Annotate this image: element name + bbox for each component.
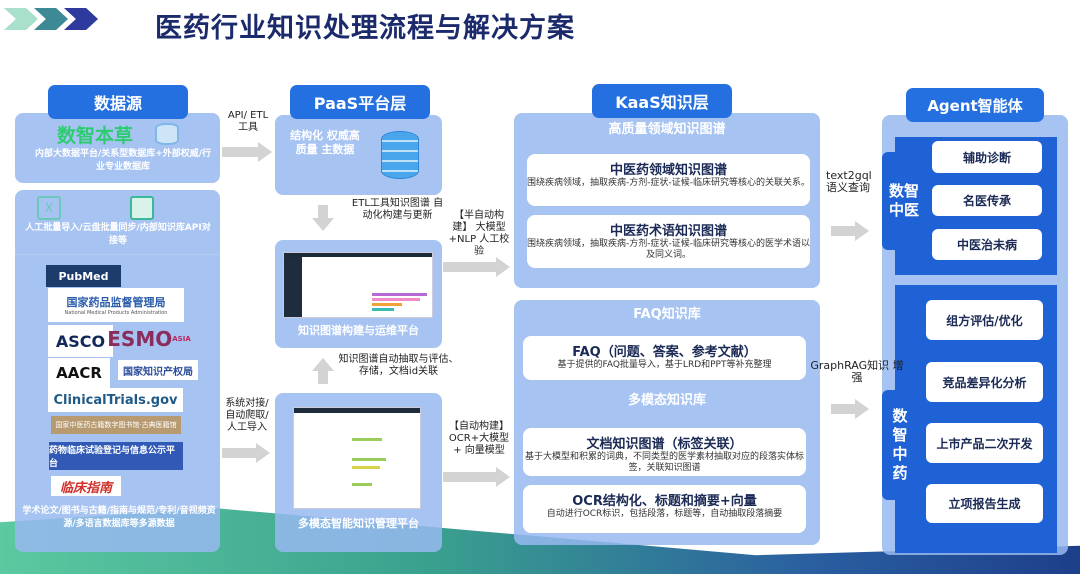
cnipa-logo: 国家知识产权局	[118, 360, 198, 380]
clinical-guidelines-logo: 临床指南	[51, 476, 121, 496]
agent-item[interactable]: 立项报告生成	[926, 484, 1043, 523]
header-paas: PaaS平台层	[290, 85, 430, 119]
arrow-right-icon	[831, 221, 869, 241]
agent-item[interactable]: 组方评估/优化	[926, 300, 1043, 340]
data-source-external-panel: X 人工批量导入/云盘批量同步/内部知识库API对接等 PubMed 国家药品监…	[15, 190, 220, 552]
mm-platform-panel: 多模态智能知识管理平台	[275, 393, 442, 552]
mm-section-title: 多模态知识库	[627, 393, 706, 408]
asco-logo: ASCO	[48, 325, 113, 357]
header-agent: Agent智能体	[906, 88, 1044, 122]
header-kaas: KaaS知识层	[592, 84, 732, 118]
arrow-label-etl-kg: ETL工具知识图谱 自动化构建与更新	[351, 198, 444, 221]
esmo-asia-text: ASIA	[172, 335, 191, 343]
mm-card-title: OCR结构化、标题和摘要+向量	[572, 494, 757, 509]
arrow-right-icon	[222, 443, 270, 463]
chevron-icon	[64, 8, 98, 30]
faq-card: FAQ（问题、答案、参考文献）基于提供的FAQ批量导入，基于LRD和PPT等补充…	[523, 336, 806, 380]
nmpa-logo-subtext: National Medical Products Administration	[64, 310, 168, 316]
agent-item[interactable]: 上市产品二次开发	[926, 423, 1043, 463]
agent-item[interactable]: 中医治未病	[932, 229, 1042, 260]
kg-card-title: 中医药领域知识图谱	[609, 163, 727, 178]
database-icon	[155, 123, 179, 145]
mm-card-desc: 自动进行OCR标识，包括段落，标题等，自动抽取段落摘要	[546, 509, 783, 519]
agent-item[interactable]: 辅助诊断	[932, 141, 1042, 173]
kg-card-desc: 围绕疾病领域，抽取疾病-方剂-症状-证候-临床研究等核心的关联关系。	[527, 178, 810, 188]
pubmed-logo: PubMed	[46, 265, 121, 287]
kg-platform-panel: 知识图谱构建与运维平台	[275, 240, 442, 348]
database-icon	[381, 131, 419, 179]
kg-card: 中医药术语知识图谱围绕疾病领域，抽取疾病-方剂-症状-证候-临床研究等核心的医学…	[527, 215, 810, 268]
kg-card: 中医药领域知识图谱围绕疾病领域，抽取疾病-方剂-症状-证候-临床研究等核心的关联…	[527, 154, 810, 206]
import-methods-desc: 人工批量导入/云盘批量同步/内部知识库API对接等	[25, 223, 211, 246]
clinicaltrials-logo: ClinicalTrials.gov	[48, 388, 183, 412]
data-source-internal-panel: 数智本草 内部大数据平台/关系型数据库+外部权威/行业专业数据库	[15, 113, 220, 183]
arrow-label-system: 系统对接/ 自动爬取/ 人工导入	[225, 398, 269, 433]
arrow-label-api-etl: API/ ETL工具	[227, 110, 269, 133]
kg-card-desc: 围绕疾病领域，抽取疾病-方剂-症状-证候-临床研究等核心的医学术语以及同义词。	[527, 239, 810, 260]
arrow-label-kg-extract: 知识图谱自动抽取与评估、 存储，文档id关联	[338, 354, 459, 377]
tcm-library-logo: 国家中医药古籍数字图书馆·古典医籍馆	[51, 416, 181, 434]
kg-card-title: 中医药术语知识图谱	[609, 224, 727, 239]
mm-card: 文档知识图谱（标签关联）基于大模型和积累的词典，不同类型的医学素材抽取对应的段落…	[523, 428, 806, 476]
mm-platform-label: 多模态智能知识管理平台	[298, 517, 419, 530]
arrow-right-icon	[443, 467, 510, 487]
faq-section-title: FAQ知识库	[633, 307, 701, 322]
arrow-label-auto: 【自动构建】 OCR+大模型+ 向量模型	[448, 421, 510, 456]
agent-item[interactable]: 名医传承	[932, 185, 1042, 216]
drug-trial-registry-logo: 药物临床试验登记与信息公示平台	[49, 442, 183, 470]
arrow-right-icon	[831, 399, 869, 419]
arrow-label-graphrag: GraphRAG知识 增强	[810, 359, 904, 384]
arrow-up-icon	[312, 358, 334, 384]
arrow-label-semi-auto: 【半自动构建】 大模型+NLP 人工校验	[448, 210, 510, 257]
aacr-logo: AACR	[48, 358, 110, 388]
kg-platform-screenshot	[283, 252, 433, 318]
tcm-group-label: 数智中医	[882, 152, 926, 250]
multi-source-desc: 学术论文/图书与古籍/指南与规范/专利/音视频资源/多语言数据库等多源数据	[22, 506, 216, 529]
kg-section-title: 高质量领域知识图谱	[608, 122, 726, 137]
kg-platform-label: 知识图谱构建与运维平台	[298, 324, 419, 337]
chevron-icon	[4, 8, 38, 30]
tcm-drug-group-label: 数智中药	[882, 390, 918, 500]
excel-icon: X	[37, 196, 61, 220]
master-data-text: 结构化 权威高质量 主数据	[290, 129, 360, 156]
mm-card-desc: 基于大模型和积累的词典，不同类型的医学素材抽取对应的段落实体标签，关联知识图谱	[524, 452, 804, 473]
arrow-label-text2gql: text2gql 语义查询	[826, 169, 872, 194]
arrow-right-icon	[222, 142, 272, 162]
internal-source-desc: 内部大数据平台/关系型数据库+外部权威/行业专业数据库	[34, 149, 212, 172]
arrow-right-icon	[443, 257, 510, 277]
arrow-down-icon	[312, 205, 334, 231]
mm-platform-screenshot	[293, 407, 421, 509]
esmo-text: ESMO	[107, 327, 173, 351]
divider	[15, 254, 220, 255]
faq-card-desc: 基于提供的FAQ批量导入，基于LRD和PPT等补充整理	[557, 360, 772, 370]
mm-card-title: 文档知识图谱（标签关联）	[586, 437, 743, 452]
nmpa-logo-text: 国家药品监督管理局	[66, 296, 166, 309]
page-title: 医药行业知识处理流程与解决方案	[155, 13, 575, 44]
mm-card: OCR结构化、标题和摘要+向量自动进行OCR标识，包括段落，标题等，自动抽取段落…	[523, 485, 806, 533]
faq-card-title: FAQ（问题、答案、参考文献）	[572, 345, 757, 360]
master-data-panel: 结构化 权威高质量 主数据	[275, 115, 442, 195]
header-data-source: 数据源	[48, 85, 188, 119]
chevron-icon	[34, 8, 68, 30]
file-icon	[130, 196, 154, 220]
brand-name: 数智本草	[57, 125, 134, 147]
agent-item[interactable]: 竞品差异化分析	[926, 362, 1043, 402]
